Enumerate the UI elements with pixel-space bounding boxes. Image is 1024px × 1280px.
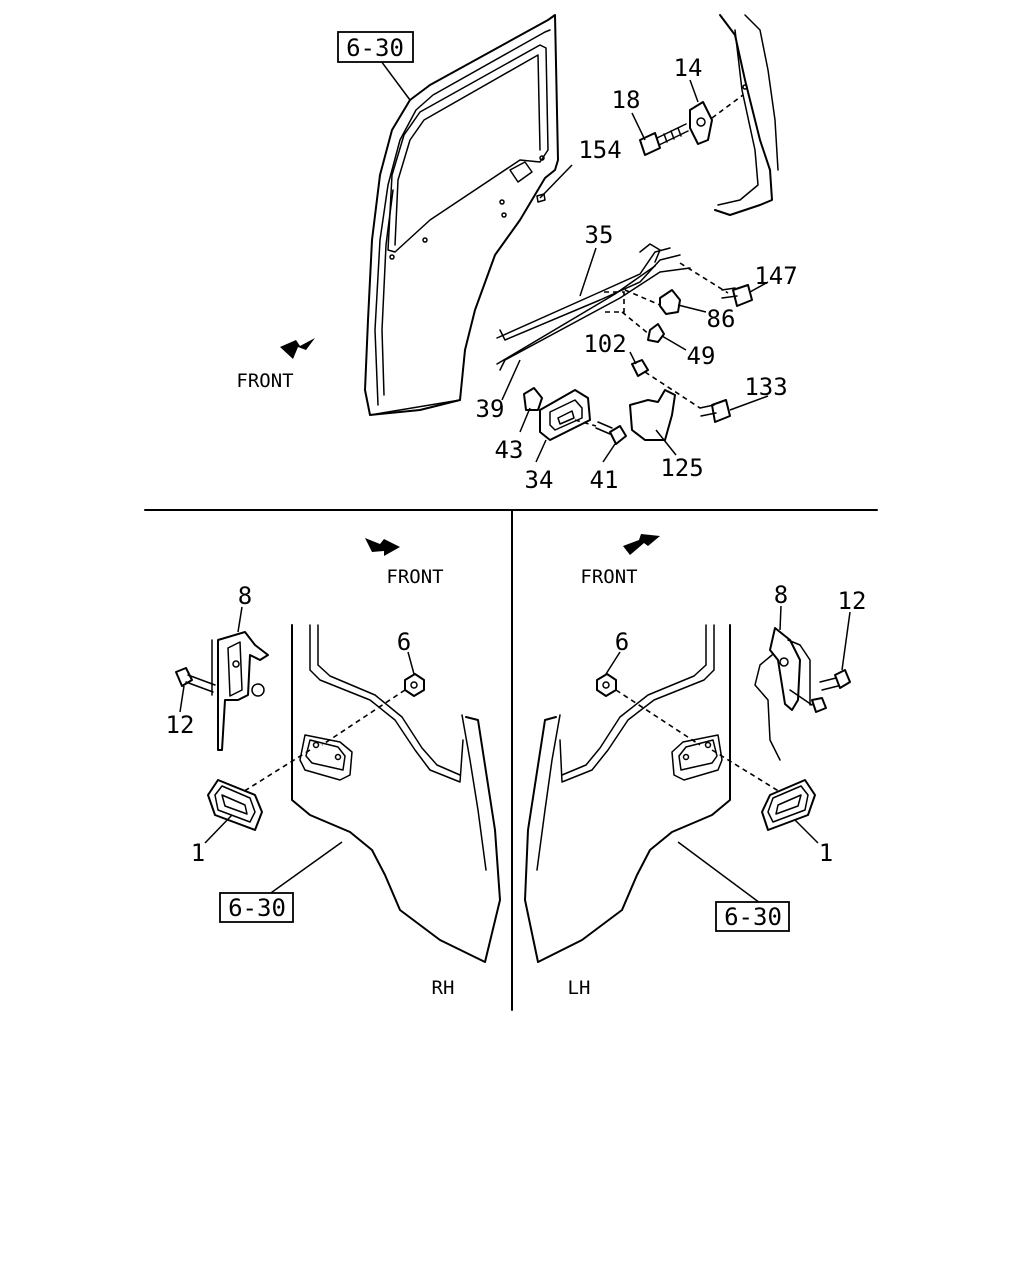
front-arrow-icon-top xyxy=(280,338,315,359)
callout-34: 34 xyxy=(525,466,554,494)
callout-39: 39 xyxy=(476,395,505,423)
handle-part-1-rh xyxy=(207,779,263,831)
side-label-lh: LH xyxy=(568,977,591,999)
ref-box-lh xyxy=(715,901,790,932)
striker-part-14 xyxy=(689,94,744,145)
ref-box-rh-text: 6-30 xyxy=(228,894,286,922)
callout-6-rh: 6 xyxy=(397,628,411,656)
dash-147 xyxy=(679,262,729,294)
dash-6-rh xyxy=(321,689,406,746)
rh-door-panel xyxy=(291,624,501,963)
callout-1-rh: 1 xyxy=(191,839,205,867)
screw-part-12-rh xyxy=(175,667,216,693)
top-leader-lines xyxy=(377,56,769,463)
front-label-rh: FRONT xyxy=(386,566,443,588)
dash-86 xyxy=(624,289,661,306)
dash-133 xyxy=(644,371,701,409)
door-upper-assembly xyxy=(364,14,559,416)
callout-133: 133 xyxy=(744,373,787,401)
dash-6-lh xyxy=(615,689,701,746)
dash-1-lh xyxy=(711,749,786,796)
clip-part-49 xyxy=(647,323,665,343)
callout-49: 49 xyxy=(687,342,716,370)
nut-part-6-rh xyxy=(404,673,425,697)
callout-154: 154 xyxy=(578,136,621,164)
front-label-lh: FRONT xyxy=(580,566,637,588)
callout-12-rh: 12 xyxy=(166,711,195,739)
lh-door-panel xyxy=(524,624,731,963)
ref-box-top-text: 6-30 xyxy=(346,34,404,62)
callout-8-lh: 8 xyxy=(774,581,788,609)
rh-leader-lines xyxy=(179,606,415,896)
rod-part-35 xyxy=(496,243,681,341)
front-arrow-icon-rh xyxy=(365,538,400,556)
callout-125: 125 xyxy=(660,454,703,482)
front-arrow-icon-lh xyxy=(623,534,660,555)
screw-part-41 xyxy=(574,419,627,445)
screw-part-12-lh xyxy=(819,669,851,691)
callout-102: 102 xyxy=(583,330,626,358)
side-label-rh: RH xyxy=(432,977,455,999)
callout-12-lh: 12 xyxy=(838,587,867,615)
bolt-part-133 xyxy=(699,399,731,423)
bolt-part-147 xyxy=(721,284,753,307)
callout-35: 35 xyxy=(585,221,614,249)
lh-leader-lines xyxy=(605,605,851,904)
callout-6-lh: 6 xyxy=(615,628,629,656)
clip-part-86 xyxy=(659,289,681,315)
ref-box-rh xyxy=(219,892,294,923)
front-label-top: FRONT xyxy=(236,370,293,392)
nut-part-6-lh xyxy=(596,673,617,697)
callout-43: 43 xyxy=(495,436,524,464)
ref-box-lh-text: 6-30 xyxy=(724,903,782,931)
cab-pillar xyxy=(714,14,779,216)
latch-part-8-lh xyxy=(754,627,827,761)
rod-bracket-outline xyxy=(604,291,625,313)
callout-147: 147 xyxy=(754,262,797,290)
bolt-part-18 xyxy=(639,123,689,156)
rod-part-39 xyxy=(496,265,691,371)
escutcheon-part-34 xyxy=(539,389,591,441)
ref-box-top xyxy=(337,31,414,63)
callout-8-rh: 8 xyxy=(238,582,252,610)
callout-1-lh: 1 xyxy=(819,839,833,867)
dash-49 xyxy=(621,311,651,336)
dash-1-rh xyxy=(237,749,311,796)
bracket-part-125 xyxy=(629,389,676,441)
handle-part-1-lh xyxy=(761,779,816,831)
callout-86: 86 xyxy=(707,305,736,333)
latch-part-8-rh xyxy=(211,631,269,751)
callout-18: 18 xyxy=(612,86,641,114)
callout-41: 41 xyxy=(590,466,619,494)
clip-part-43 xyxy=(523,387,543,411)
callout-14: 14 xyxy=(674,54,703,82)
